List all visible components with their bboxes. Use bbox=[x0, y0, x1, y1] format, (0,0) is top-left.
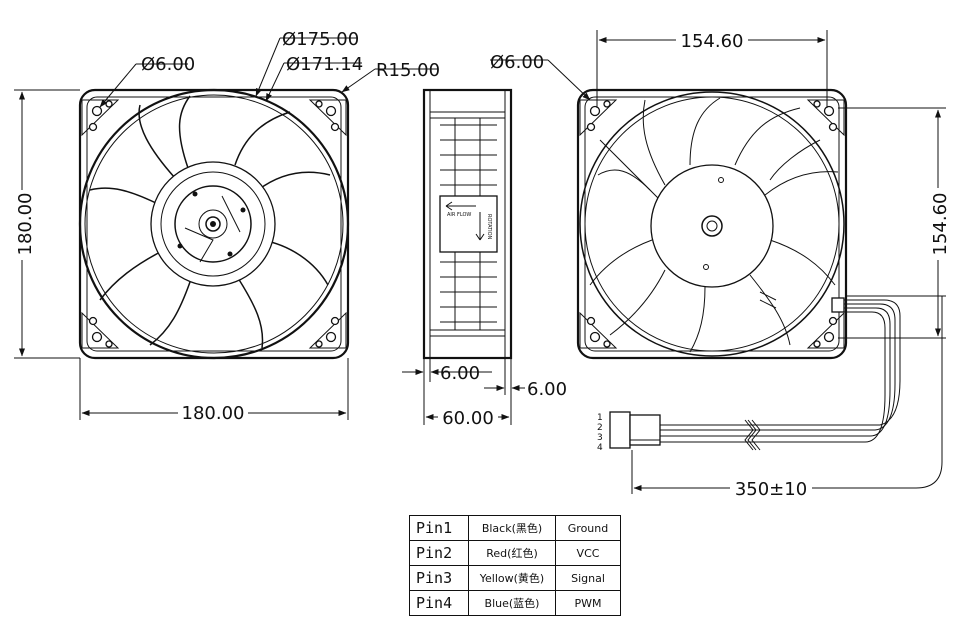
table-row: Pin3 Yellow(黄色) Signal bbox=[409, 565, 621, 591]
side-rotation-label: ROTATION bbox=[486, 214, 492, 240]
side-flange-right-label: 6.00 bbox=[527, 379, 567, 400]
side-view: AIR FLOW ROTATION 6.00 6.00 60.00 bbox=[402, 88, 567, 429]
rear-hub bbox=[650, 164, 774, 288]
front-corner-radius-label: R15.00 bbox=[376, 60, 440, 81]
connector-pin-2: 2 bbox=[597, 423, 603, 433]
connector-pin-1: 1 bbox=[597, 413, 603, 423]
side-depth-label: 60.00 bbox=[442, 408, 494, 429]
signal-cell: Ground bbox=[555, 515, 621, 541]
side-dim-flanges: 6.00 6.00 60.00 bbox=[402, 358, 567, 429]
side-airflow-label: AIR FLOW bbox=[447, 212, 471, 218]
front-inner-diameter-label: Ø171.14 bbox=[286, 54, 363, 75]
front-hub bbox=[150, 161, 276, 287]
rear-cable bbox=[660, 291, 901, 451]
pin-table: Pin1 Black(黑色) Ground Pin2 Red(红色) VCC P… bbox=[409, 515, 621, 616]
rear-dim-cable-length: 350±10 bbox=[631, 295, 946, 500]
table-row: Pin1 Black(黑色) Ground bbox=[409, 515, 621, 541]
front-dim-height: 180.00 bbox=[10, 89, 80, 359]
table-row: Pin2 Red(红色) VCC bbox=[409, 540, 621, 566]
rear-hole-label: Ø6.00 bbox=[490, 52, 544, 73]
front-width-label: 180.00 bbox=[182, 403, 245, 424]
front-height-label: 180.00 bbox=[15, 193, 36, 256]
rear-corner-ears bbox=[579, 99, 845, 349]
connector: 1 2 3 4 bbox=[597, 411, 661, 453]
pin-cell: Pin4 bbox=[409, 590, 469, 616]
connector-pin-3: 3 bbox=[597, 433, 603, 443]
signal-cell: PWM bbox=[555, 590, 621, 616]
wire-color-cell: Blue(蓝色) bbox=[468, 590, 556, 616]
front-dim-width: 180.00 bbox=[79, 358, 349, 424]
table-row: Pin4 Blue(蓝色) PWM bbox=[409, 590, 621, 616]
rear-cable-length-label: 350±10 bbox=[735, 479, 807, 500]
side-ribs bbox=[440, 118, 497, 330]
rear-dim-spacing: 154.60 154.60 Ø6.00 bbox=[490, 30, 951, 339]
front-outer-diameter-label: Ø175.00 bbox=[282, 29, 359, 50]
front-hole-label: Ø6.00 bbox=[141, 54, 195, 75]
signal-cell: Signal bbox=[555, 565, 621, 591]
rear-blades bbox=[589, 97, 839, 353]
connector-pin-4: 4 bbox=[597, 443, 603, 453]
rear-view: 154.60 154.60 Ø6.00 bbox=[490, 30, 951, 500]
signal-cell: VCC bbox=[555, 540, 621, 566]
pin-cell: Pin1 bbox=[409, 515, 469, 541]
wire-color-cell: Black(黑色) bbox=[468, 515, 556, 541]
rear-spacing-h-label: 154.60 bbox=[681, 31, 744, 52]
wire-color-cell: Yellow(黄色) bbox=[468, 565, 556, 591]
side-flange-left-label: 6.00 bbox=[440, 363, 480, 384]
pin-cell: Pin2 bbox=[409, 540, 469, 566]
front-corner-ears bbox=[81, 99, 347, 349]
front-leaders: Ø6.00 Ø175.00 Ø171.14 R15.00 bbox=[99, 29, 440, 108]
rear-spacing-v-label: 154.60 bbox=[930, 193, 951, 256]
pin-cell: Pin3 bbox=[409, 565, 469, 591]
wire-color-cell: Red(红色) bbox=[468, 540, 556, 566]
front-view: 180.00 180.00 Ø6.00 Ø175.00 Ø171.14 R15.… bbox=[10, 29, 440, 424]
